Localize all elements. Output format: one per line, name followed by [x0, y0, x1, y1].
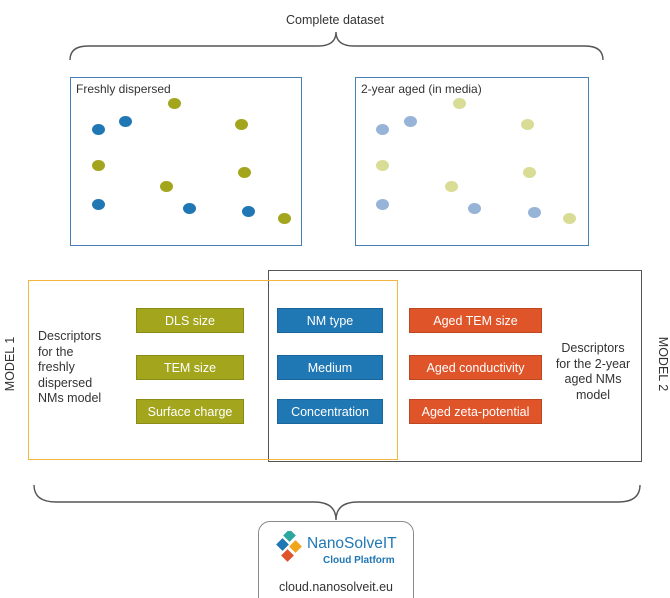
data-point — [92, 160, 105, 171]
descriptor-tem-size: TEM size — [136, 355, 244, 380]
descriptor-dls-size: DLS size — [136, 308, 244, 333]
platform-url: cloud.nanosolveit.eu — [279, 580, 393, 594]
data-point — [376, 160, 389, 171]
data-point — [445, 181, 458, 192]
data-point — [468, 203, 481, 214]
model1-description: Descriptors for the freshly dispersed NM… — [38, 329, 102, 405]
data-point — [523, 167, 536, 178]
descriptor-aged-conductivity: Aged conductivity — [409, 355, 542, 380]
model2-frame — [268, 270, 642, 462]
aged-panel-title: 2-year aged (in media) — [361, 82, 482, 96]
descriptor-medium: Medium — [277, 355, 383, 380]
fresh-panel: Freshly dispersed — [70, 77, 302, 246]
descriptor-concentration: Concentration — [277, 399, 383, 424]
data-point — [119, 116, 132, 127]
descriptor-aged-tem-size: Aged TEM size — [409, 308, 542, 333]
platform-name: NanoSolveIT — [307, 535, 397, 552]
fresh-panel-title: Freshly dispersed — [76, 82, 171, 96]
data-point — [242, 206, 255, 217]
aged-panel: 2-year aged (in media) — [355, 77, 589, 246]
data-point — [278, 213, 291, 224]
data-point — [238, 167, 251, 178]
platform-card: NanoSolveIT Cloud Platform cloud.nanosol… — [258, 521, 414, 598]
model2-label: MODEL 2 — [656, 336, 670, 392]
data-point — [183, 203, 196, 214]
nanosolveit-logo-icon — [276, 531, 302, 562]
model2-description: Descriptors for the 2-year aged NMs mode… — [555, 341, 631, 402]
model1-label: MODEL 1 — [3, 336, 17, 392]
descriptor-aged-zeta-potential: Aged zeta-potential — [409, 399, 542, 424]
data-point — [168, 98, 181, 109]
descriptor-surface-charge: Surface charge — [136, 399, 244, 424]
data-point — [376, 199, 389, 210]
dataset-title: Complete dataset — [286, 13, 384, 27]
data-point — [92, 124, 105, 135]
data-point — [521, 119, 534, 130]
platform-subtitle: Cloud Platform — [323, 555, 395, 566]
data-point — [404, 116, 417, 127]
model1-frame — [28, 280, 398, 460]
data-point — [235, 119, 248, 130]
descriptor-nm-type: NM type — [277, 308, 383, 333]
data-point — [453, 98, 466, 109]
data-point — [376, 124, 389, 135]
data-point — [160, 181, 173, 192]
data-point — [92, 199, 105, 210]
data-point — [528, 207, 541, 218]
data-point — [563, 213, 576, 224]
